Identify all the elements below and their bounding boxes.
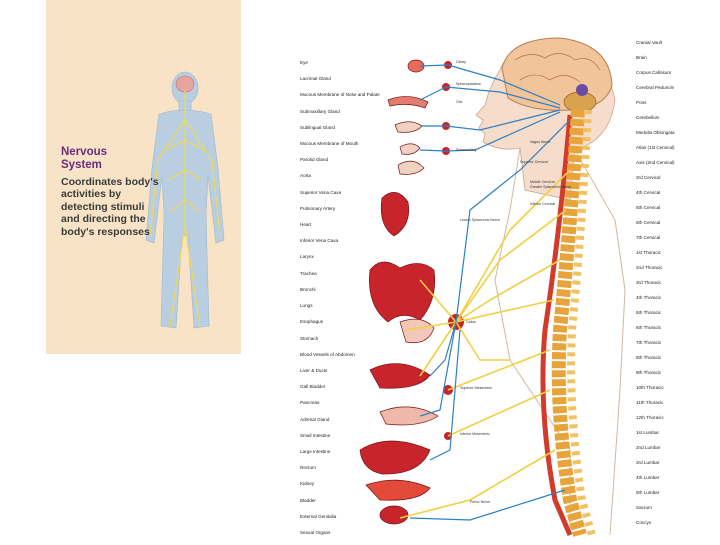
left-label: Larynx (300, 254, 314, 259)
submaxillary-organ (395, 122, 422, 133)
left-label: Heart (300, 222, 311, 227)
right-label: Brain (636, 55, 647, 60)
left-label: Pancreas (300, 400, 319, 405)
left-label: Trachea (300, 271, 317, 276)
nerve-label: Ciliary (456, 60, 466, 65)
nerve-label: Superior Mesenteric (460, 386, 492, 391)
left-label: Aorta (300, 173, 311, 178)
sublingual-organ (400, 144, 420, 155)
left-label: Small Intestine (300, 433, 330, 438)
nerve-label: Pelvic Nerve (470, 500, 490, 505)
right-label: 1st Lumbar (636, 430, 659, 435)
right-label: 6th Cervical (636, 220, 660, 225)
right-label: 10th Thoracic (636, 385, 664, 390)
left-label: Rectum (300, 465, 316, 470)
left-label: Sublingual Gland (300, 125, 335, 130)
nerve-label: Submaxillary (456, 148, 477, 153)
left-label: Submaxillary Gland (300, 109, 340, 114)
right-label: 4th Lumbar (636, 475, 659, 480)
left-label: Bronchi (300, 287, 316, 292)
right-label: Pons (636, 100, 646, 105)
left-label: Bladder (300, 498, 316, 503)
left-label: Large Intestine (300, 449, 330, 454)
left-label: Sexual Organs (300, 530, 330, 535)
left-label: Adrenal Gland (300, 417, 329, 422)
left-label: External Genitalia (300, 514, 336, 519)
left-label: Liver & Ducts (300, 368, 327, 373)
left-label: Gall Bladder (300, 384, 325, 389)
right-label: Atlas (1st Cervical) (636, 145, 675, 150)
nerve-label: Sphenopalatine (456, 82, 481, 87)
bladder-organ (380, 506, 408, 524)
nerve-label: Vagus Nerve (530, 140, 551, 145)
mouth-membrane (388, 96, 428, 108)
large-intestine-organ (366, 480, 430, 500)
left-label: Mucous Membrane of Mouth (300, 141, 358, 146)
right-label: 5th Thoracic (636, 310, 661, 315)
lungs-organ (369, 262, 434, 322)
heart-organ (381, 192, 409, 236)
right-label: 11th Thoracic (636, 400, 663, 405)
right-label: Corpus Callosum (636, 70, 671, 75)
right-label: 3rd Lumbar (636, 460, 660, 465)
right-label: Medulla Oblongata (636, 130, 675, 135)
left-label: Eye (300, 60, 308, 65)
right-label: 12th Thoracic (636, 415, 664, 420)
nerve-label: Superior Cervical (520, 160, 548, 165)
small-intestine-organ (360, 441, 430, 474)
stomach-organ (400, 319, 434, 343)
pancreas-organ (380, 407, 438, 425)
nerve-label: Celiac (466, 320, 476, 325)
right-label: 3rd Cervical (636, 175, 661, 180)
nerve-label: Inferior Mesenteric (460, 432, 490, 437)
left-label: Stomach (300, 336, 318, 341)
nervous-system-panel: Nervous System Coordinates body's activi… (46, 0, 241, 354)
left-label: Blood Vessels of Abdomen (300, 352, 355, 357)
right-label: 2nd Thoracic (636, 265, 662, 270)
left-label: Pulmonary Artery (300, 206, 335, 211)
left-label: Parotid Gland (300, 157, 328, 162)
right-label: 7th Thoracic (636, 340, 661, 345)
right-label: 7th Cervical (636, 235, 660, 240)
right-label: 6th Thoracic (636, 325, 661, 330)
left-label: Mucous Membrane of Nose and Palate (300, 92, 380, 97)
panel-description: Coordinates body's activities by detecti… (61, 176, 161, 238)
brain-illustration (502, 38, 612, 112)
right-label: 2nd Lumbar (636, 445, 661, 450)
right-label: Cerebellum (636, 115, 660, 120)
right-label: 3rd Thoracic (636, 280, 661, 285)
panel-title: Nervous System (61, 146, 151, 172)
left-label: Lacrimal Gland (300, 76, 331, 81)
right-label: Cerebral Peduncle (636, 85, 674, 90)
parotid-organ (398, 161, 424, 174)
left-label: Superior Vena Cava (300, 190, 341, 195)
right-label: 1st Thoracic (636, 250, 661, 255)
nerve-label: Greater Splanchnic Nerve (530, 185, 571, 190)
organs (360, 60, 438, 524)
right-label: 8th Thoracic (636, 355, 661, 360)
right-label: Axis (2nd Cervical) (636, 160, 675, 165)
left-label: Lungs (300, 303, 313, 308)
left-label: Kidney (300, 481, 314, 486)
right-label: Coccyx (636, 520, 651, 525)
nerve-label: Lesser Splanchnic Nerve (460, 218, 500, 223)
right-label: 4th Cervical (636, 190, 660, 195)
right-label: Cranial Vault (636, 40, 662, 45)
left-label: Esophagus (300, 319, 323, 324)
nerve-label: Inferior Cervical (530, 202, 555, 207)
right-label: 4th Thoracic (636, 295, 661, 300)
right-label: Sacrum (636, 505, 652, 510)
right-label: 9th Thoracic (636, 370, 661, 375)
left-label: Inferior Vena Cava (300, 238, 338, 243)
right-label: 5th Lumbar (636, 490, 659, 495)
nerve-label: Otic (456, 100, 462, 105)
right-label: 5th Cervical (636, 205, 660, 210)
